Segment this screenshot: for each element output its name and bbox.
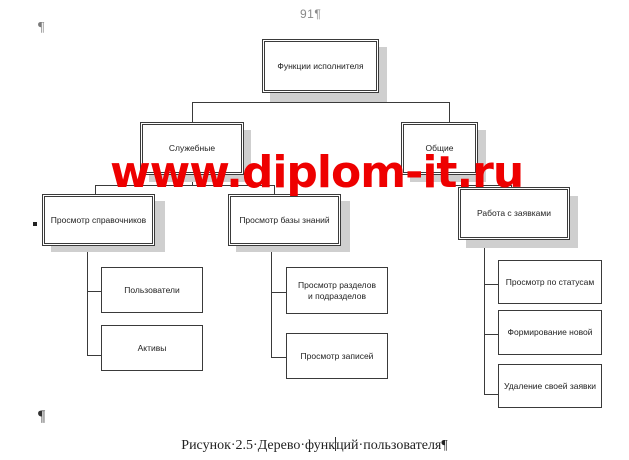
connector-line xyxy=(87,246,88,356)
connector-line xyxy=(271,292,286,293)
node-label: Формирование новой xyxy=(507,327,593,337)
leaf-delete-own-request: Удаление своей заявки xyxy=(498,364,602,408)
connector-line xyxy=(484,394,498,395)
list-bullet xyxy=(33,222,37,226)
node-label: Функции исполнителя xyxy=(277,60,364,71)
connector-line xyxy=(95,185,275,186)
node-label: Просмотр базы знаний xyxy=(239,214,330,225)
connector-line xyxy=(87,291,101,292)
connector-line xyxy=(192,102,449,103)
node-label: Просмотр записей xyxy=(300,350,374,361)
node-label: Просмотр по статусам xyxy=(505,276,595,287)
node-label: Удаление своей заявки xyxy=(503,380,597,391)
connector-line xyxy=(192,102,193,122)
connector-line xyxy=(95,185,96,195)
connector-line xyxy=(271,246,272,358)
node-label: Служебные xyxy=(168,143,216,153)
node-label: Активы xyxy=(137,342,167,353)
node-general: Общие xyxy=(401,122,478,175)
node-service: Служебные xyxy=(140,122,244,175)
leaf-view-by-status: Просмотр по статусам xyxy=(498,260,602,304)
watermark: www.diplom-it.ru xyxy=(110,147,524,198)
caption-text-end: ций·пользователя¶ xyxy=(336,438,448,453)
paragraph-mark: ¶ xyxy=(38,20,45,35)
leaf-view-sections: Просмотр разделов и подразделов xyxy=(286,267,388,314)
node-label: Общие xyxy=(425,143,454,153)
connector-line xyxy=(484,246,485,395)
node-view-directories: Просмотр справочников xyxy=(42,194,155,246)
node-label: Пользователи xyxy=(124,284,180,295)
paragraph-mark: ¶ xyxy=(38,408,46,425)
node-root: Функции исполнителя xyxy=(262,39,379,93)
figure-caption: Рисунок·2.5·Дерево·функций·пользователя¶ xyxy=(0,437,629,454)
node-label: Работа с заявками xyxy=(477,208,551,218)
page-number: 91¶ xyxy=(300,7,322,21)
connector-line xyxy=(449,102,450,122)
leaf-view-records: Просмотр записей xyxy=(286,333,388,379)
node-view-knowledge-base: Просмотр базы знаний xyxy=(228,194,341,246)
connector-line xyxy=(274,185,275,195)
node-requests: Работа с заявками xyxy=(458,187,570,240)
connector-line xyxy=(449,185,511,186)
node-label: Просмотр справочников xyxy=(50,214,147,225)
leaf-create-new: Формирование новой xyxy=(498,310,602,355)
connector-line xyxy=(484,334,498,335)
leaf-users: Пользователи xyxy=(101,267,203,313)
leaf-assets: Активы xyxy=(101,325,203,371)
node-label: Просмотр разделов и подразделов xyxy=(298,279,376,301)
connector-line xyxy=(271,357,286,358)
connector-line xyxy=(87,355,101,356)
text-cursor xyxy=(335,437,337,451)
caption-text: Рисунок·2.5·Дерево·функ xyxy=(181,438,336,453)
connector-line xyxy=(484,284,498,285)
